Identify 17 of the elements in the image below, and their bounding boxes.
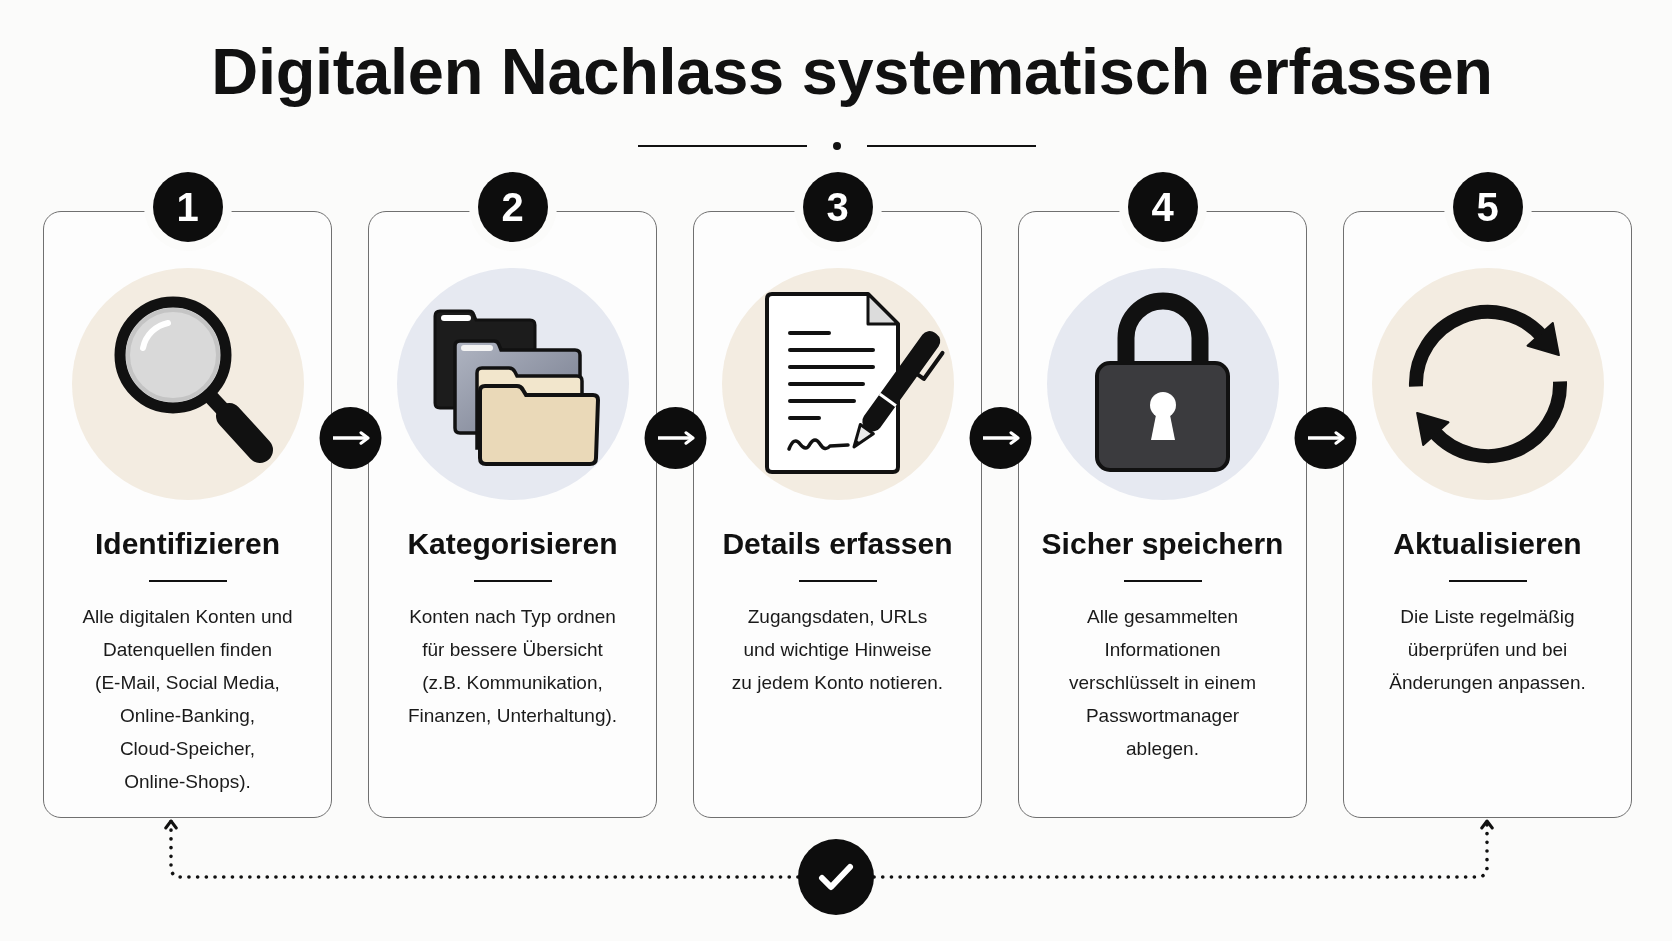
dotted-arrow [164,819,800,879]
arrow [333,431,370,445]
step-description: Alle gesammelten Informationen verschlüsselt in einem Passwortmanager ablegen. [1068,605,1257,761]
step-description: Zugangsdaten, URLs und wichtige Hinweise zu jedem Konto notieren. [731,605,944,695]
title: Digitalen Nachlass systematisch erfassen [211,36,1493,108]
arrow [658,431,695,445]
step-description: Alle digitalen Konten und Datenquellen finden (E-Mail, Social Media, Online-Banking, Cloud-Speicher, Online-Shops). [81,605,294,794]
step-description: Konten nach Typ ordnen für bessere Übersicht (z.B. Kommunikation, Finanzen, Unterhaltung). [406,605,619,728]
step-description: Die Liste regelmäßig überprüfen und bei Änderungen anpassen. [1388,605,1587,695]
step-heading: Identifizieren [94,526,281,562]
step-heading: Kategorisieren [406,526,619,562]
arrow [1308,431,1345,445]
step-heading: Details erfassen [721,526,954,562]
arrow [983,431,1020,445]
step-heading: Aktualisieren [1392,526,1583,562]
step-heading: Sicher speichern [1040,526,1285,562]
dotted-arrow [872,819,1494,879]
